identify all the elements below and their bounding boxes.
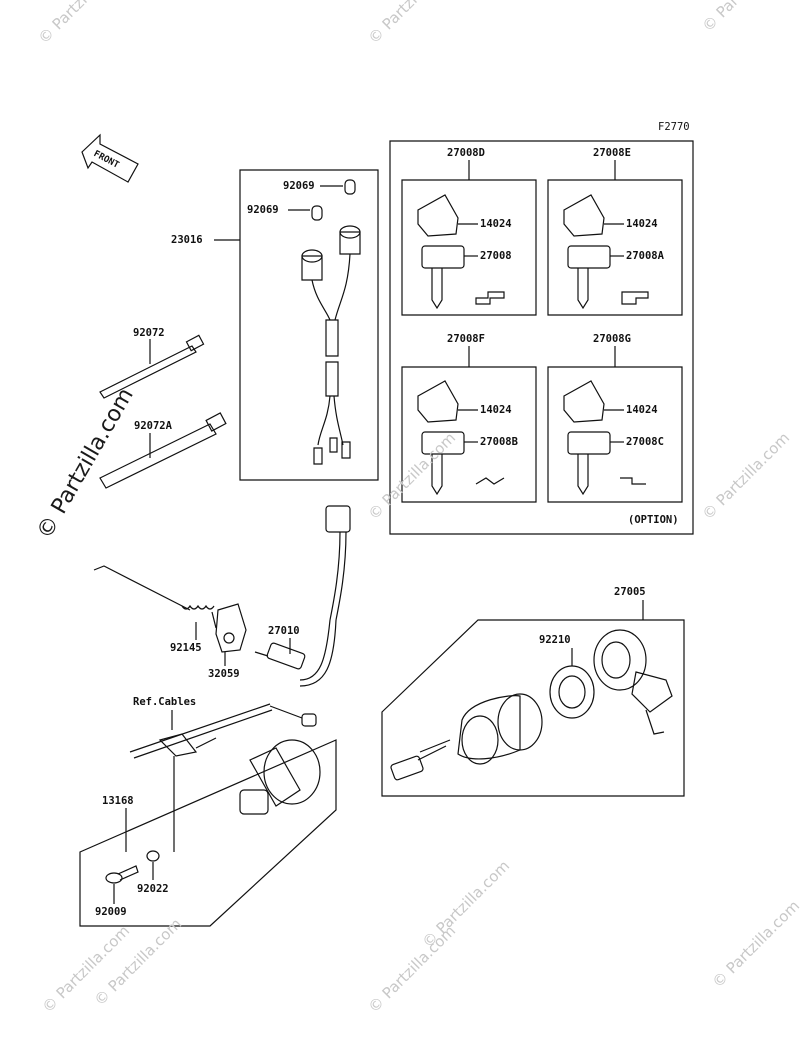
key-set-27008F [418,381,504,494]
part-label-27008C-g: 27008C [626,436,664,448]
part-label-92072A: 92072A [134,420,172,432]
part-label-27008A-e: 27008A [626,250,664,262]
washer-92022 [147,851,159,861]
switch-assy-27005 [594,630,672,734]
part-label-23016: 23016 [171,234,203,246]
ignition-body [390,694,542,781]
ref-cables-label: Ref.Cables [133,696,197,708]
cable-tie-92072 [100,335,204,398]
part-label-27008F: 27008F [447,333,485,345]
knob-13168 [240,740,320,814]
wire-harness-23016 [302,180,360,464]
figure-code: F2770 [658,121,690,133]
ref-cables [130,704,316,758]
cable-tie-92072A [100,413,226,488]
part-label-27010: 27010 [268,625,300,637]
part-label-27008-d: 27008 [480,250,512,262]
part-label-92072: 92072 [133,327,165,339]
ignition-frame [382,620,684,796]
part-label-92069-b: 92069 [247,204,279,216]
part-label-27005: 27005 [614,586,646,598]
part-label-27008D: 27008D [447,147,485,159]
key-set-27008D [418,195,504,308]
part-label-14024-e: 14024 [626,218,658,230]
option-label: (OPTION) [628,514,679,526]
front-arrow-icon [82,135,138,182]
part-label-13168: 13168 [102,795,134,807]
knob-frame [80,740,336,926]
part-label-14024-d: 14024 [480,218,512,230]
key-set-27008G [564,381,646,494]
part-label-92145: 92145 [170,642,202,654]
part-label-27008E: 27008E [593,147,631,159]
part-label-14024-g: 14024 [626,404,658,416]
nut-92210 [550,666,594,718]
part-label-92210: 92210 [539,634,571,646]
part-label-32059: 32059 [208,668,240,680]
screw-92009 [106,866,138,883]
part-label-92009: 92009 [95,906,127,918]
option-keys-frame [390,141,693,534]
spring-92145 [94,566,216,628]
bracket-32059 [216,604,246,652]
part-label-92069-a: 92069 [283,180,315,192]
part-label-92022: 92022 [137,883,169,895]
part-label-14024-f: 14024 [480,404,512,416]
key-set-27008E [564,195,648,308]
part-label-27008B-f: 27008B [480,436,518,448]
harness-frame [240,170,378,480]
switch-27010 [255,506,350,686]
part-label-27008G: 27008G [593,333,631,345]
